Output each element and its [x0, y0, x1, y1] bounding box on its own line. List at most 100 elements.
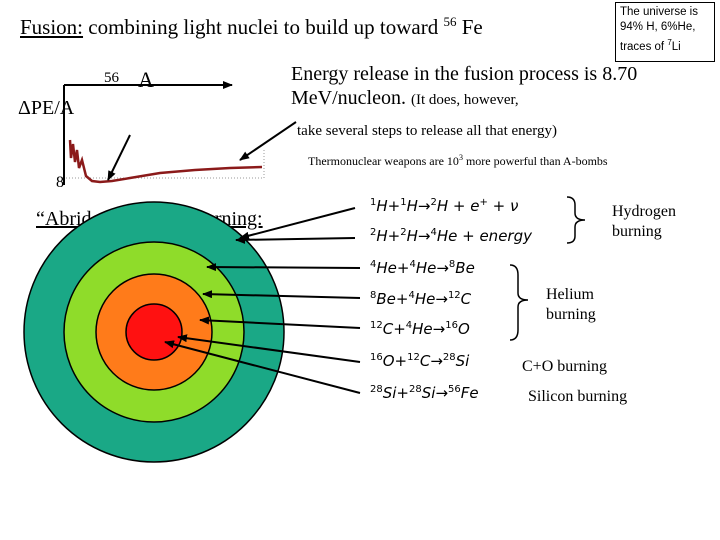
nucleus-symbol: O	[457, 320, 470, 338]
energy-main: Energy release in the fusion process is …	[291, 63, 638, 109]
mass-number: 2	[430, 197, 437, 208]
reaction-arrow-icon: →	[430, 352, 443, 370]
note-line-3a: traces of	[620, 40, 668, 53]
reaction-arrow-icon: →	[432, 320, 446, 338]
hydrogen-label-l1: Hydrogen	[612, 203, 676, 220]
x-axis-tick-56: 56	[104, 70, 119, 86]
nucleus-symbol: Fe	[460, 384, 479, 402]
mass-number: 4	[430, 227, 437, 238]
iron-arrow	[107, 134, 131, 181]
nucleus-symbol: C+	[382, 320, 406, 338]
mass-number: 1	[400, 197, 407, 208]
mass-number: 16	[445, 320, 458, 331]
nucleus-symbol: He + energy	[436, 227, 532, 245]
mass-number: 8	[448, 259, 456, 270]
note-line-3-sup: 7	[667, 38, 672, 47]
hydrogen-brace	[566, 196, 586, 244]
hydrogen-burning-label: Hydrogen burning	[612, 202, 676, 242]
nucleus-symbol: He+	[376, 259, 410, 277]
energy-line-2: take several steps to release all that e…	[297, 123, 558, 139]
mass-number: 4	[409, 259, 416, 270]
reaction-arrow-icon: →	[435, 384, 449, 402]
energy-arrow	[239, 121, 297, 161]
mass-number: 4	[370, 259, 377, 270]
note-line-1: The universe is	[620, 6, 698, 18]
mass-number: 28	[442, 352, 456, 363]
universe-note-box: The universe is 94% H, 6%He, traces of 7…	[615, 2, 715, 62]
nucleus-symbol: Si+	[382, 384, 409, 402]
reaction-arrow-icon: →	[435, 290, 448, 308]
reaction-arrow-icon: →	[417, 197, 431, 215]
title-sup: 56	[443, 14, 457, 29]
nucleus-symbol: He	[412, 320, 433, 338]
helium-brace	[509, 264, 529, 341]
arrow-hydrogen-2	[235, 235, 356, 244]
arrow-hydrogen-1	[239, 207, 356, 240]
thermo-a: Thermonuclear weapons are 10	[308, 154, 459, 168]
helium-label-l1: Helium	[546, 286, 594, 303]
mass-number: 28	[409, 384, 422, 395]
mass-number: 28	[370, 384, 383, 395]
co-burning-label: C+O burning	[522, 358, 608, 375]
nucleus-symbol: O+	[382, 352, 408, 370]
y-axis-tick-8: 8	[56, 174, 64, 191]
thermonuclear-note: Thermonuclear weapons are 103 more power…	[308, 153, 608, 169]
nucleus-symbol: He	[415, 259, 437, 277]
arrow-co	[177, 334, 361, 363]
mass-number: 12	[370, 320, 383, 331]
energy-paren: (It does, however,	[410, 92, 519, 108]
hydrogen-label-l2: burning	[612, 223, 662, 240]
nucleus-symbol: C	[460, 290, 472, 308]
nucleus-symbol: Be	[455, 259, 475, 277]
reaction-equation: 16O+12C→28Si	[370, 352, 469, 370]
mass-number: 4	[405, 320, 413, 331]
mass-number: 2	[400, 227, 407, 238]
reaction-equation: 28Si+28Si→56Fe	[370, 384, 479, 402]
note-line-3b: Li	[671, 40, 681, 53]
slide-title: Fusion: combining light nuclei to build …	[20, 14, 483, 40]
note-line-3: traces of 7Li	[620, 35, 710, 55]
mass-number: 12	[447, 290, 461, 301]
nucleus-symbol: H + e	[436, 197, 480, 215]
nucleus-symbol: H	[406, 197, 418, 215]
mass-number: 2	[370, 227, 377, 238]
arrow-helium-3	[199, 316, 361, 329]
nucleus-symbol: H+	[376, 197, 401, 215]
mass-number: 56	[448, 384, 461, 395]
title-lead: Fusion:	[20, 15, 84, 39]
y-axis-label: ΔPE/A	[18, 97, 75, 119]
nucleus-symbol: C	[419, 352, 431, 370]
helium-label-l2: burning	[546, 306, 596, 323]
mass-number: 12	[407, 352, 420, 363]
title-rest: combining light nuclei to build up towar…	[83, 15, 444, 39]
star-core	[125, 303, 183, 361]
title-tail: Fe	[456, 15, 483, 39]
reaction-equation: 8Be+4He→12C	[370, 290, 471, 308]
mass-number: 4	[408, 290, 415, 301]
mass-number: 1	[370, 197, 377, 208]
silicon-burning-label: Silicon burning	[528, 388, 628, 405]
nucleus-symbol: He	[414, 290, 436, 308]
charge-sup: +	[479, 197, 488, 208]
thermo-sup: 3	[458, 153, 463, 162]
nucleus-symbol: Be+	[376, 290, 409, 308]
mass-number: 16	[370, 352, 383, 363]
mass-number: 8	[370, 290, 377, 301]
note-line-2: 94% H, 6%He,	[620, 21, 696, 33]
helium-burning-label: Helium burning	[546, 285, 596, 325]
nucleus-symbol: H	[406, 227, 418, 245]
nucleus-symbol: Si	[421, 384, 436, 402]
arrow-helium-2	[202, 290, 361, 299]
arrow-si	[164, 340, 361, 394]
reaction-equation: 2H+2H→4He + energy	[370, 227, 532, 245]
reaction-equation: 12C+4He→16O	[370, 320, 470, 338]
nucleus-symbol: H+	[376, 227, 401, 245]
energy-release-text: Energy release in the fusion process is …	[291, 62, 651, 112]
thermo-b: more powerful than A-bombs	[462, 154, 608, 168]
arrow-helium-1	[206, 263, 361, 272]
reaction-equation: 4He+4He→8Be	[370, 259, 475, 277]
reaction-equation: 1H+1H→2H + e+ + ν	[370, 197, 518, 215]
nucleus-symbol: Si	[455, 352, 470, 370]
reaction-arrow-icon: →	[417, 227, 431, 245]
